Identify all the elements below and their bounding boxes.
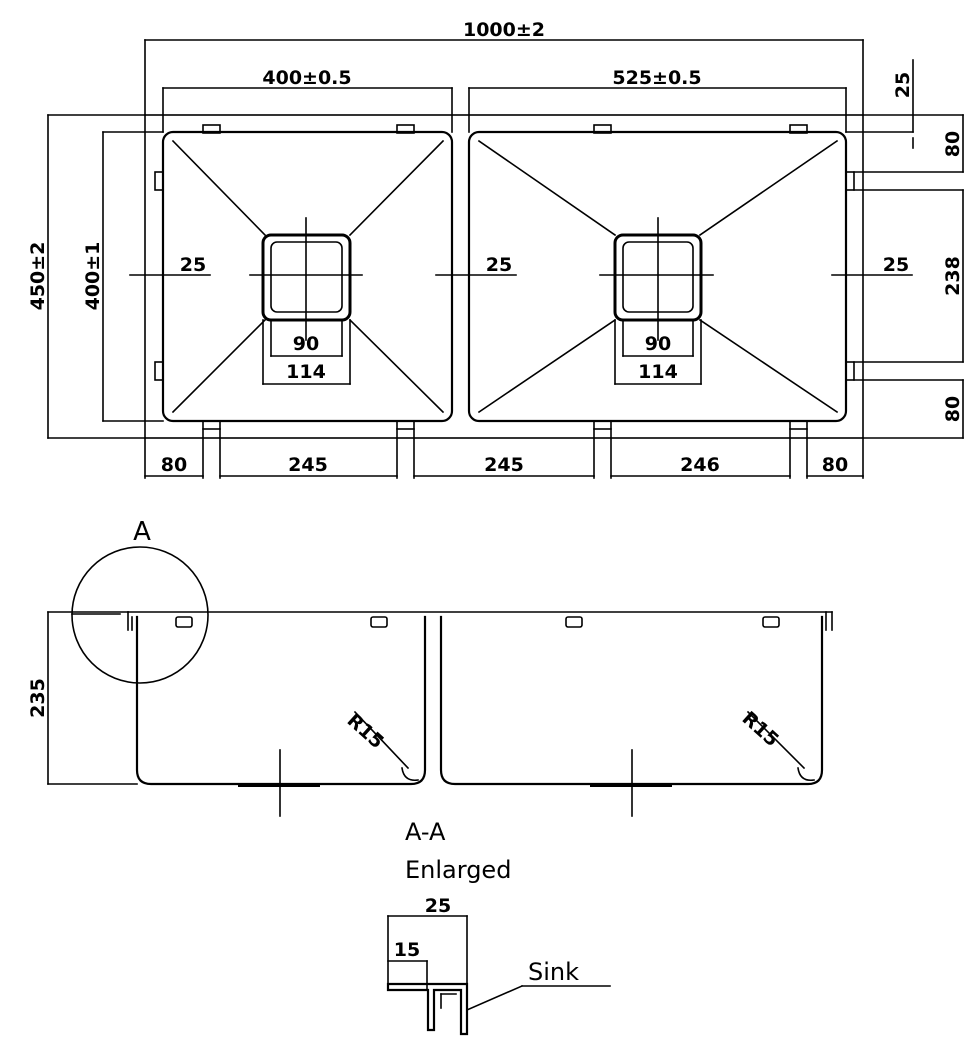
right-drain-inner-label: 90	[645, 333, 671, 355]
flange-top-label: 25	[892, 72, 914, 98]
bottom-dim-2: 245	[288, 454, 328, 476]
left-bowl-width-label: 400±0.5	[262, 67, 351, 89]
right-side-dims	[845, 59, 964, 439]
left-drain-inner-label: 90	[293, 333, 319, 355]
mounting-clips	[154, 124, 855, 430]
bottom-dim-3: 245	[484, 454, 524, 476]
height-dim	[47, 611, 138, 785]
overall-depth-label: 450±2	[27, 242, 49, 311]
bottom-dim-1: 80	[161, 454, 187, 476]
clip-spacing-label: 238	[942, 256, 964, 296]
section-view: A	[27, 517, 833, 817]
detail-title-line2: Enlarged	[405, 856, 511, 884]
left-bowl-slopes	[171, 139, 445, 414]
right-bowl-slopes	[477, 139, 839, 414]
margin-right-label: 25	[883, 254, 909, 276]
detail-marker-label: A	[133, 517, 151, 547]
flange-profile	[386, 982, 469, 1036]
clip-offset-bottom-label: 80	[942, 396, 964, 422]
detail-view: A-A Enlarged 25 15 Sink	[386, 818, 611, 1036]
left-bowl-section	[135, 615, 427, 786]
height-label: 235	[27, 678, 49, 718]
left-drain-outer-label: 114	[286, 361, 326, 383]
section-drains	[238, 749, 672, 817]
overall-width-dim	[144, 39, 864, 116]
radius-callouts	[353, 710, 815, 782]
right-bowl-outline	[467, 130, 848, 423]
plan-view: 1000±2 400±0.5 525±0.5 450±2 400±1 25 80…	[27, 19, 964, 479]
detail-circle	[71, 546, 209, 684]
detail-dims	[387, 915, 468, 991]
clip-offset-top-label: 80	[942, 131, 964, 157]
section-clips	[175, 616, 780, 628]
sink-callout-leader	[465, 984, 524, 1012]
bottom-dim-5: 80	[822, 454, 848, 476]
radius-right-label: R15	[738, 707, 783, 751]
bottom-dims	[144, 428, 864, 479]
overall-width-label: 1000±2	[463, 19, 545, 41]
depth-dims	[47, 114, 164, 439]
drain-dims	[262, 319, 702, 385]
detail-title-line1: A-A	[405, 818, 446, 846]
sink-callout-label: Sink	[528, 958, 579, 986]
bowl-depth-label: 400±1	[82, 242, 104, 311]
right-drain-outer-label: 114	[638, 361, 678, 383]
left-bowl-outline	[161, 130, 454, 423]
detail-width-inner-label: 15	[394, 939, 420, 961]
margin-center-label: 25	[486, 254, 512, 276]
detail-width-outer-label: 25	[425, 895, 451, 917]
left-drain	[249, 217, 363, 341]
right-bowl-width-label: 525±0.5	[612, 67, 701, 89]
sink-flange-outline	[144, 114, 864, 439]
radius-left-label: R15	[343, 709, 388, 753]
bowl-width-dims	[162, 87, 847, 133]
margin-left-label: 25	[180, 254, 206, 276]
bottom-dim-4: 246	[680, 454, 720, 476]
right-drain	[599, 217, 714, 341]
